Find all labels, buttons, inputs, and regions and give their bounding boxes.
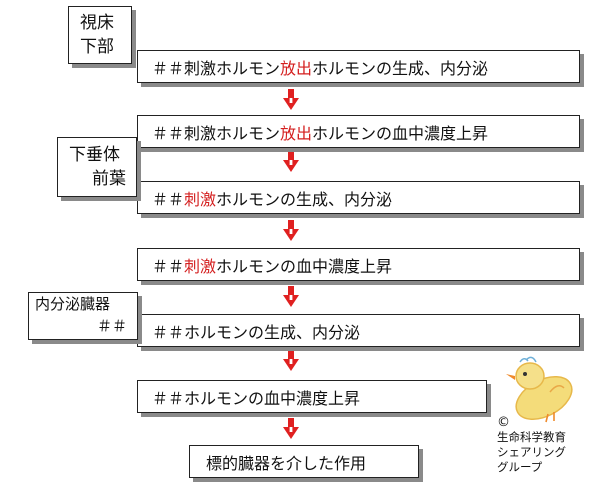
down-arrow-icon (283, 286, 299, 307)
endocrine-line-1: 内分泌臓器 (35, 295, 111, 313)
step-6-text: ＃＃ホルモンの血中濃度上昇 (152, 388, 361, 408)
step-3-box: ＃＃刺激ホルモンの生成、内分泌 (137, 181, 580, 214)
pituitary-label: 下垂体 前葉 (57, 137, 137, 197)
step-7-text: 標的臓器を介した作用 (206, 453, 367, 473)
hypothalamus-label: 視床 下部 (68, 6, 132, 64)
down-arrow-icon (283, 418, 299, 439)
step-4-text: ＃＃刺激ホルモンの血中濃度上昇 (152, 256, 393, 276)
endocrine-organ-label: 内分泌臓器 ＃＃ (28, 292, 138, 340)
copyright-symbol: © (497, 415, 510, 430)
credit-line-1: 生命科学教育 (497, 430, 566, 444)
step-2-text: ＃＃刺激ホルモン放出ホルモンの血中濃度上昇 (152, 123, 489, 143)
step-6-box: ＃＃ホルモンの血中濃度上昇 (137, 380, 487, 413)
endocrine-line-2: ＃＃ (96, 317, 127, 335)
credit-line-3: グループ (497, 460, 543, 474)
step-1-box: ＃＃刺激ホルモン放出ホルモンの生成、内分泌 (137, 50, 580, 83)
step-1-text: ＃＃刺激ホルモン放出ホルモンの生成、内分泌 (152, 58, 489, 78)
credit-block: © 生命科学教育 シェアリング グループ (497, 415, 566, 475)
down-arrow-icon (283, 350, 299, 371)
down-arrow-icon (283, 220, 299, 241)
step-4-box: ＃＃刺激ホルモンの血中濃度上昇 (137, 248, 580, 281)
step-5-text: ＃＃ホルモンの生成、内分泌 (152, 322, 361, 342)
hypothalamus-line-2: 下部 (80, 37, 114, 57)
credit-line-2: シェアリング (497, 445, 566, 459)
hypothalamus-line-1: 視床 (80, 13, 114, 33)
chick-illustration-icon (506, 356, 573, 423)
pituitary-line-1: 下垂体 (69, 145, 120, 165)
step-2-box: ＃＃刺激ホルモン放出ホルモンの血中濃度上昇 (137, 115, 580, 148)
step-7-box: 標的臓器を介した作用 (189, 445, 419, 478)
pituitary-line-2: 前葉 (92, 169, 126, 189)
step-5-box: ＃＃ホルモンの生成、内分泌 (137, 314, 580, 347)
step-3-text: ＃＃刺激ホルモンの生成、内分泌 (152, 189, 393, 209)
down-arrow-icon (283, 89, 299, 110)
down-arrow-icon (283, 151, 299, 172)
